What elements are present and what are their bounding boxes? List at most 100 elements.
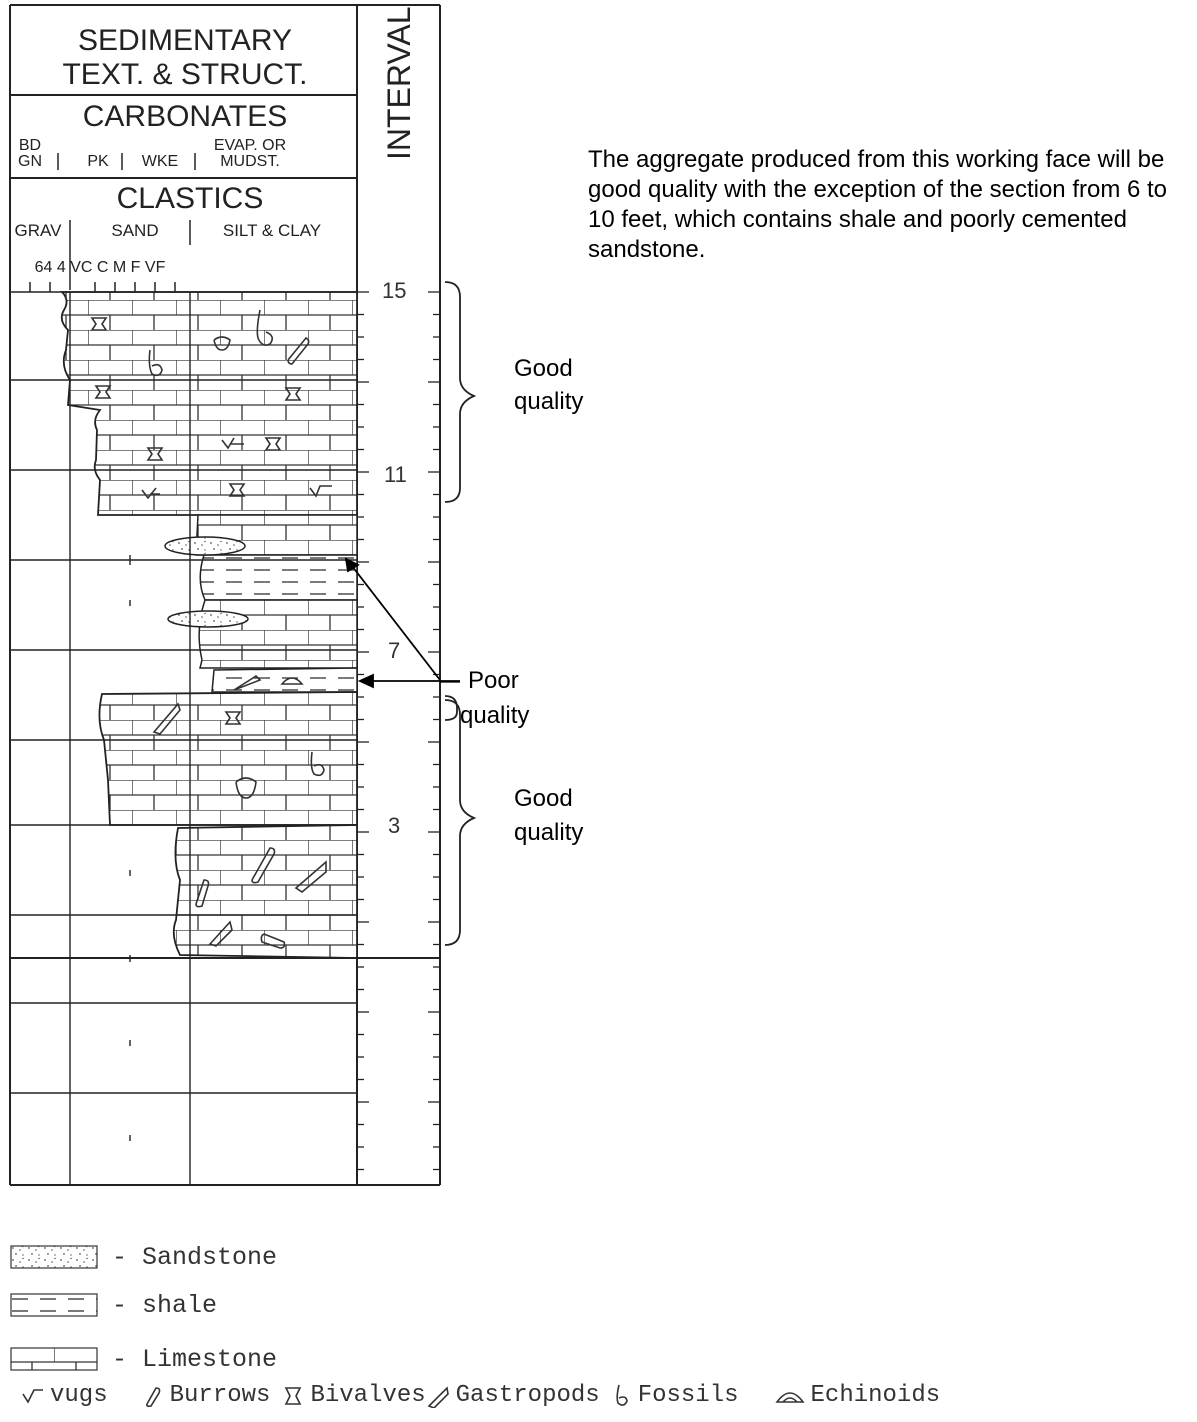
bivalve-icon [94,385,112,399]
sandstone-lens-1 [164,536,246,556]
interval-label: INTERVAL [381,6,417,160]
bivalve-icon [228,483,246,497]
brace-good-top [444,281,477,503]
burrow-icon [251,847,276,884]
symbol-vugs: vugs [20,1382,108,1409]
echinoid-icon [774,1391,805,1403]
sand-label: SAND [111,221,158,240]
legend-shale: - shale [10,1290,217,1320]
vug-icon [221,437,244,450]
sed-line1: SEDIMENTARY [78,24,292,57]
depth-scale [357,291,440,1171]
legend-shale-label: - shale [112,1290,218,1320]
header-text: SEDIMENTARY TEXT. & STRUCT. CARBONATES B… [15,24,322,276]
symbol-burrows: Burrows [142,1382,270,1409]
vug-icon [309,485,332,498]
good-quality-bottom-line1: Good [514,785,573,812]
legend-limestone: - Limestone [10,1344,277,1374]
carbonates-label: CARBONATES [83,100,287,133]
bd-label: BD [19,137,41,154]
bivalve-icon [224,711,242,725]
symbol-vugs-label: vugs [50,1382,108,1409]
limestone-bottom [172,824,358,959]
fossil-icon [616,1384,628,1406]
gastropod-icon [208,920,233,947]
mudst-label: MUDST. [220,153,280,170]
poor-quality-line2: quality [460,702,530,729]
gn-label: GN [18,153,42,170]
limestone-lower [98,691,358,826]
bivalve-icon [146,447,164,461]
fossil-icon [310,751,325,777]
brace-poor [444,695,458,721]
good-quality-top-line1: Good [514,355,573,382]
limestone-swatch [10,1347,98,1371]
symbol-echinoids-label: Echinoids [810,1382,941,1409]
limestone-mid [198,599,358,669]
burrow-icon [260,933,286,949]
summary-note: The aggregate produced from this working… [588,146,1168,263]
symbol-fossils-label: Fossils [637,1382,739,1409]
vug-icon [22,1388,43,1404]
shale-poor [211,667,358,693]
depth-labels: 15 11 7 3 [382,278,407,838]
good-quality-bottom-line2: quality [514,819,584,846]
depth-7: 7 [388,638,400,663]
legend-sandstone-label: - Sandstone [112,1242,278,1272]
shale-swatch [10,1293,98,1317]
limestone-upper [59,291,358,516]
bivalve-icon [235,777,257,799]
evap-label: EVAP. OR [214,137,286,154]
depth-11: 11 [384,462,407,487]
shale-mid [199,554,358,601]
gastropod-icon [152,702,181,735]
symbol-gastropods-label: Gastropods [455,1382,600,1409]
brace-good-bottom [444,699,477,946]
legend-sandstone: - Sandstone [10,1242,277,1272]
fossil-icon [256,309,274,346]
echinoid-icon [280,677,304,685]
symbol-fossils: Fossils [612,1382,739,1409]
sandstone-lens-2 [167,610,249,628]
bivalve-icon [90,317,108,331]
symbol-bivalves: Bivalves [282,1382,426,1409]
grid-lines [10,291,440,1185]
legend-limestone-label: - Limestone [112,1344,278,1374]
sed-line2: TEXT. & STRUCT. [62,58,307,91]
gastropod-icon [294,860,327,893]
header-ticks [29,153,196,292]
depth-15: 15 [382,278,406,303]
pk-label: PK [87,153,109,170]
sandstone-swatch [10,1245,98,1269]
gastropod-icon [233,674,262,691]
good-quality-top-line2: quality [514,388,584,415]
symbol-echinoids: Echinoids [774,1382,941,1409]
gastropod-icon [427,1385,449,1408]
poor-quality-line1: Poor [468,667,519,694]
fossil-icon [148,349,163,377]
braces [444,281,477,946]
fossil-symbols [90,309,332,949]
burrow-icon [195,879,210,908]
strat-column: SEDIMENTARY TEXT. & STRUCT. CARBONATES B… [9,4,477,1186]
bivalve-icon [285,1386,302,1405]
symbol-bivalves-label: Bivalves [310,1382,426,1409]
column-frame [9,4,441,1186]
burrow-icon [145,1386,160,1407]
arrows [344,557,460,689]
vug-icon [141,487,160,500]
bivalve-icon [213,336,231,351]
wke-label: WKE [142,153,178,170]
symbol-legend: vugs Burrows Bivalves Gastropods Fossils… [20,1382,952,1409]
symbol-gastropods: Gastropods [426,1382,600,1409]
grain-scale: 64 4 VC C M F VF [35,259,166,276]
burrow-icon [287,336,310,365]
grav-label: GRAV [15,221,63,240]
bivalve-icon [264,437,282,451]
silt-clay-label: SILT & CLAY [223,221,321,240]
depth-3: 3 [388,813,400,838]
lithology [59,291,358,959]
clastics-label: CLASTICS [117,182,264,215]
bivalve-icon [284,387,302,401]
legend: - Sandstone - shale - Limestone vugs Bur… [0,1232,1197,1422]
